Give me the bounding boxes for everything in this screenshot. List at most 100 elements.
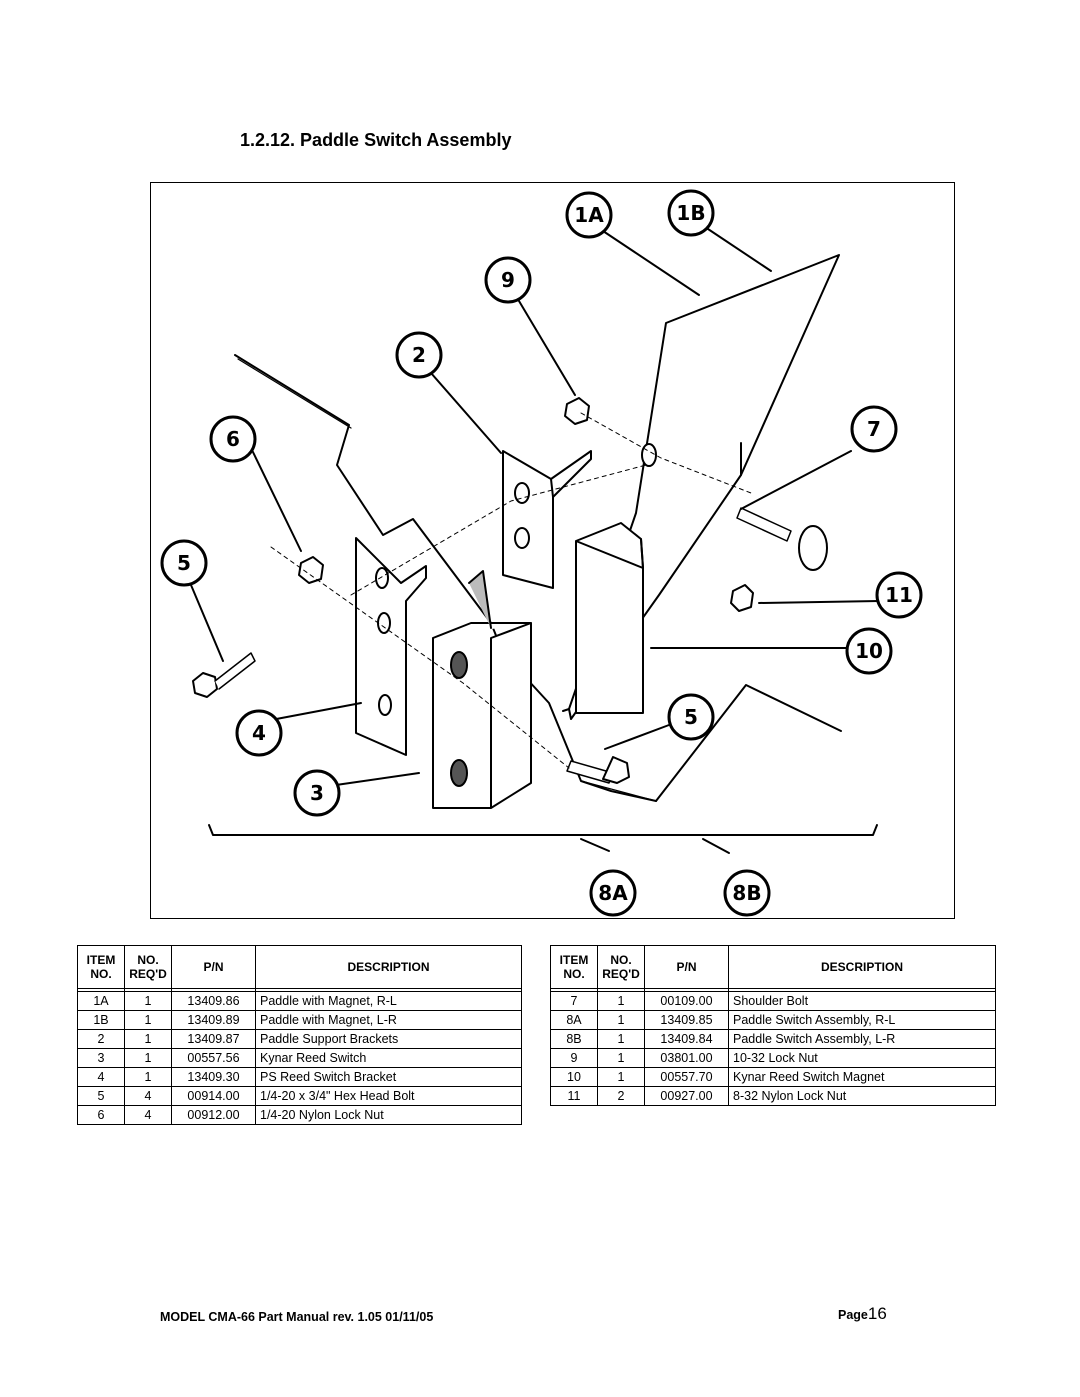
cell-item-no: 11 — [550, 1086, 598, 1106]
paddle-hole — [641, 443, 657, 467]
callout-8B-label: 8B — [732, 881, 761, 905]
assembly-drawing: 1A 1B 9 2 6 7 5 11 10 4 5 3 8A 8B — [160, 189, 923, 917]
callout-5a-label: 5 — [177, 551, 191, 575]
hex-bolt-upper — [192, 652, 256, 698]
cell-item-no: 1B — [77, 1010, 125, 1030]
cell-part-number: 00109.00 — [644, 991, 729, 1011]
cell-item-no: 9 — [550, 1048, 598, 1068]
page-label: Page — [838, 1308, 868, 1322]
cell-qty: 1 — [597, 991, 645, 1011]
callout-2-label: 2 — [412, 343, 426, 367]
cell-part-number: 13409.89 — [171, 1010, 256, 1030]
shoulder-bolt — [736, 507, 828, 571]
callout-7-label: 7 — [867, 417, 881, 441]
cell-part-number: 13409.84 — [644, 1029, 729, 1049]
cell-description: 10-32 Lock Nut — [728, 1048, 996, 1068]
callout-7 — [850, 405, 898, 453]
cell-item-no: 2 — [77, 1029, 125, 1049]
callout-4 — [235, 709, 283, 757]
cell-item-no: 1A — [77, 991, 125, 1011]
cell-description: 8-32 Nylon Lock Nut — [728, 1086, 996, 1106]
header-pn: P/N — [171, 945, 256, 989]
callout-9-label: 9 — [501, 268, 515, 292]
cell-part-number: 13409.30 — [171, 1067, 256, 1087]
cell-description: Kynar Reed Switch — [255, 1048, 522, 1068]
header-description: DESCRIPTION — [255, 945, 522, 989]
cell-part-number: 00557.56 — [171, 1048, 256, 1068]
callout-8B — [723, 869, 771, 917]
callout-6-label: 6 — [226, 427, 240, 451]
callout-5b — [667, 693, 715, 741]
callout-11-label: 11 — [885, 583, 913, 607]
reed-switch-magnet — [575, 522, 644, 714]
cell-item-no: 5 — [77, 1086, 125, 1106]
assembly-span-bracket — [208, 824, 878, 836]
cell-part-number: 00912.00 — [171, 1105, 256, 1125]
cell-qty: 1 — [124, 1029, 172, 1049]
header-no-reqd: NO.REQ'D — [124, 945, 172, 989]
callout-11 — [875, 571, 923, 619]
cell-qty: 4 — [124, 1086, 172, 1106]
cell-qty: 1 — [597, 1067, 645, 1087]
reed-switch-bracket — [355, 537, 427, 756]
exploded-parts-diagram: 1A 1B 9 2 6 7 5 11 10 4 5 3 8A 8B — [150, 182, 955, 919]
cell-item-no: 7 — [550, 991, 598, 1011]
cell-description: Paddle with Magnet, L-R — [255, 1010, 522, 1030]
cell-description: 1/4-20 Nylon Lock Nut — [255, 1105, 522, 1125]
callout-1A — [565, 191, 613, 239]
section-title: 1.2.12. Paddle Switch Assembly — [240, 130, 512, 150]
cell-description: Kynar Reed Switch Magnet — [728, 1067, 996, 1087]
callout-10 — [845, 627, 893, 675]
cell-qty: 1 — [124, 1067, 172, 1087]
cell-description: 1/4-20 x 3/4" Hex Head Bolt — [255, 1086, 522, 1106]
cell-qty: 2 — [597, 1086, 645, 1106]
cell-part-number: 00927.00 — [644, 1086, 729, 1106]
hex-bolt-lower — [566, 756, 630, 784]
callout-1B-label: 1B — [676, 201, 705, 225]
frame-wire-right — [655, 684, 842, 802]
lock-nut-11 — [730, 584, 754, 612]
callout-9 — [484, 256, 532, 304]
cell-description: PS Reed Switch Bracket — [255, 1067, 522, 1087]
callout-1B — [667, 189, 715, 237]
cell-item-no: 4 — [77, 1067, 125, 1087]
cell-description: Paddle with Magnet, R-L — [255, 991, 522, 1011]
callout-8A — [589, 869, 637, 917]
footer-manual-info: MODEL CMA-66 Part Manual rev. 1.05 01/11… — [160, 1310, 434, 1324]
page-number: 16 — [867, 1304, 887, 1323]
callout-6 — [209, 415, 257, 463]
header-no-reqd: NO.REQ'D — [597, 945, 645, 989]
cell-description: Paddle Switch Assembly, L-R — [728, 1029, 996, 1049]
callout-3 — [293, 769, 341, 817]
callout-4-label: 4 — [252, 721, 266, 745]
cell-qty: 1 — [124, 1048, 172, 1068]
cell-item-no: 8B — [550, 1029, 598, 1049]
cell-part-number: 00557.70 — [644, 1067, 729, 1087]
callout-3-label: 3 — [310, 781, 324, 805]
cell-item-no: 6 — [77, 1105, 125, 1125]
header-description: DESCRIPTION — [728, 945, 996, 989]
callout-8A-label: 8A — [598, 881, 628, 905]
cell-qty: 1 — [597, 1029, 645, 1049]
callout-10-label: 10 — [855, 639, 883, 663]
callout-2 — [395, 331, 443, 379]
cell-part-number: 13409.86 — [171, 991, 256, 1011]
cell-part-number: 13409.87 — [171, 1029, 256, 1049]
reed-switch-body — [432, 622, 532, 809]
cell-qty: 1 — [124, 991, 172, 1011]
